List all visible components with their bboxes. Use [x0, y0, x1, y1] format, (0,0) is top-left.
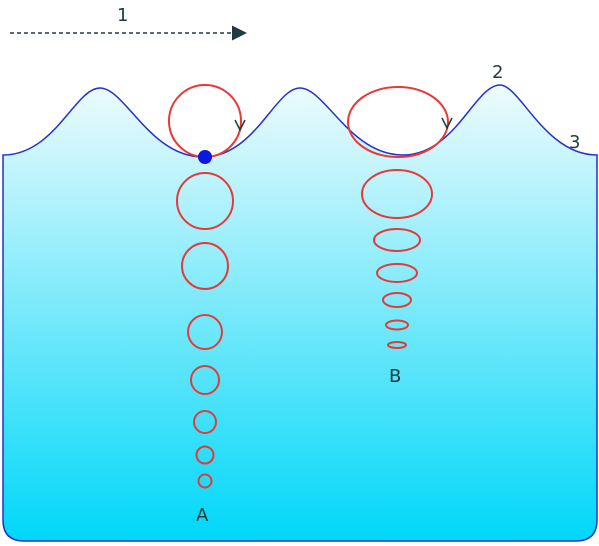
orbit-a-4: [187, 314, 223, 350]
orbit-column-a: [168, 84, 242, 489]
label-a: A: [196, 505, 209, 526]
orbit-a-6: [193, 410, 217, 434]
label-1: 1: [117, 5, 128, 26]
orbit-b-3: [373, 228, 421, 252]
orbit-b-5: [382, 292, 412, 308]
orbit-a-3: [181, 242, 229, 290]
label-3: 3: [569, 132, 580, 153]
water-particle: [198, 150, 212, 164]
orbit-a-5: [190, 365, 220, 395]
orbit-column-b: [347, 86, 449, 349]
orbit-b-4: [376, 263, 418, 283]
chevron-down-icon: [441, 117, 453, 130]
orbit-b-6: [385, 319, 409, 331]
orbit-a-8: [197, 473, 213, 489]
orbit-a-1: [168, 84, 242, 158]
water-body: [2, 84, 598, 542]
orbit-a-2: [176, 172, 234, 230]
orbit-b-1: [347, 86, 449, 158]
orbit-b-2: [361, 169, 433, 219]
chevron-down-icon: [234, 119, 246, 132]
label-b: B: [389, 366, 401, 387]
orbit-a-7: [195, 445, 215, 465]
label-2: 2: [492, 62, 503, 83]
orbit-b-7: [387, 341, 407, 349]
